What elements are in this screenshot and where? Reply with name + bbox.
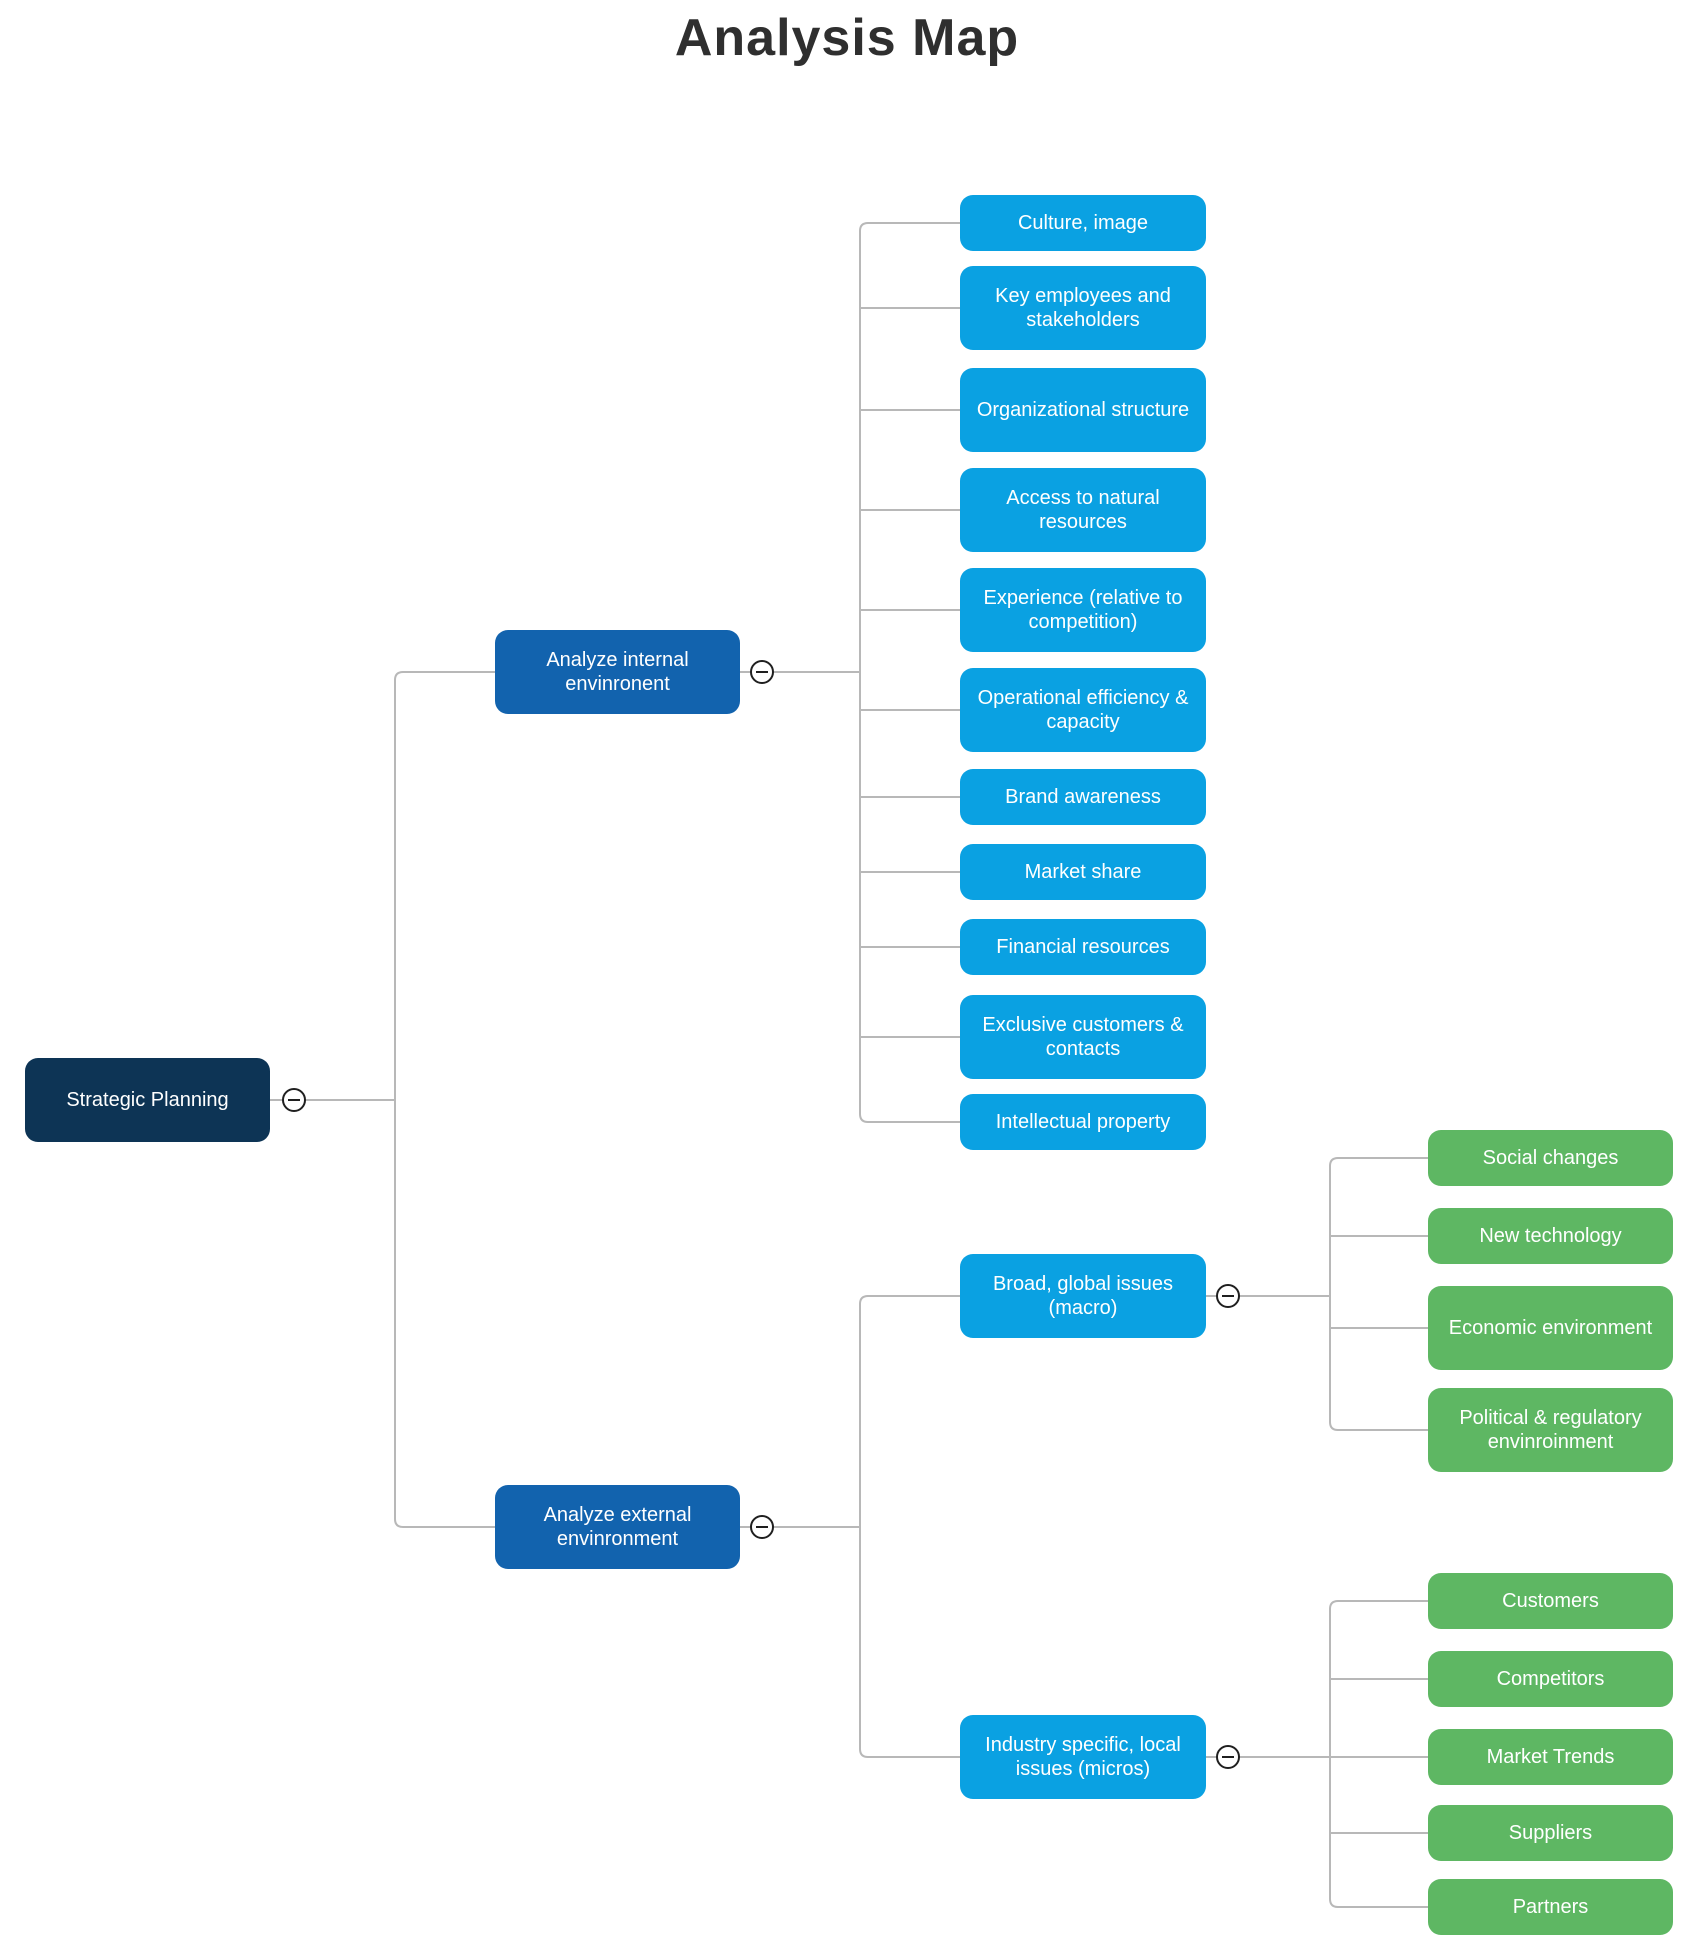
leaf-node-competitors[interactable]: Competitors — [1428, 1651, 1673, 1707]
child-node-key-employees[interactable]: Key employees and stakeholders — [960, 266, 1206, 350]
connector-macro-to-leaves — [1206, 1157, 1428, 1431]
collapse-minus-icon-internal[interactable] — [750, 660, 774, 684]
leaf-node-suppliers[interactable]: Suppliers — [1428, 1805, 1673, 1861]
leaf-node-political-regulatory[interactable]: Political & regulatory envinroinment — [1428, 1388, 1673, 1472]
child-node-exclusive-customers[interactable]: Exclusive customers & contacts — [960, 995, 1206, 1079]
collapse-minus-icon-micros[interactable] — [1216, 1745, 1240, 1769]
child-node-market-share[interactable]: Market share — [960, 844, 1206, 900]
connector-internal-to-children — [740, 222, 960, 1123]
collapse-minus-icon-external[interactable] — [750, 1515, 774, 1539]
subtopic-node-micros-issues[interactable]: Industry specific, local issues (micros) — [960, 1715, 1206, 1799]
child-node-financial-resources[interactable]: Financial resources — [960, 919, 1206, 975]
collapse-minus-icon-root[interactable] — [282, 1088, 306, 1112]
child-node-operational-efficiency[interactable]: Operational efficiency & capacity — [960, 668, 1206, 752]
connector-micros-to-leaves — [1206, 1600, 1428, 1908]
leaf-node-partners[interactable]: Partners — [1428, 1879, 1673, 1935]
subtopic-node-macro-issues[interactable]: Broad, global issues (macro) — [960, 1254, 1206, 1338]
child-node-access-natural-resources[interactable]: Access to natural resources — [960, 468, 1206, 552]
leaf-node-customers[interactable]: Customers — [1428, 1573, 1673, 1629]
root-node-strategic-planning[interactable]: Strategic Planning — [25, 1058, 270, 1142]
leaf-node-economic-environment[interactable]: Economic environment — [1428, 1286, 1673, 1370]
leaf-node-market-trends[interactable]: Market Trends — [1428, 1729, 1673, 1785]
page-title: Analysis Map — [674, 9, 1020, 67]
branch-node-external-environment[interactable]: Analyze external envinronment — [495, 1485, 740, 1569]
collapse-minus-icon-macro[interactable] — [1216, 1284, 1240, 1308]
child-node-brand-awareness[interactable]: Brand awareness — [960, 769, 1206, 825]
child-node-experience[interactable]: Experience (relative to competition) — [960, 568, 1206, 652]
child-node-culture-image[interactable]: Culture, image — [960, 195, 1206, 251]
branch-node-internal-environment[interactable]: Analyze internal envinronent — [495, 630, 740, 714]
child-node-intellectual-property[interactable]: Intellectual property — [960, 1094, 1206, 1150]
leaf-node-new-technology[interactable]: New technology — [1428, 1208, 1673, 1264]
leaf-node-social-changes[interactable]: Social changes — [1428, 1130, 1673, 1186]
child-node-organizational-structure[interactable]: Organizational structure — [960, 368, 1206, 452]
